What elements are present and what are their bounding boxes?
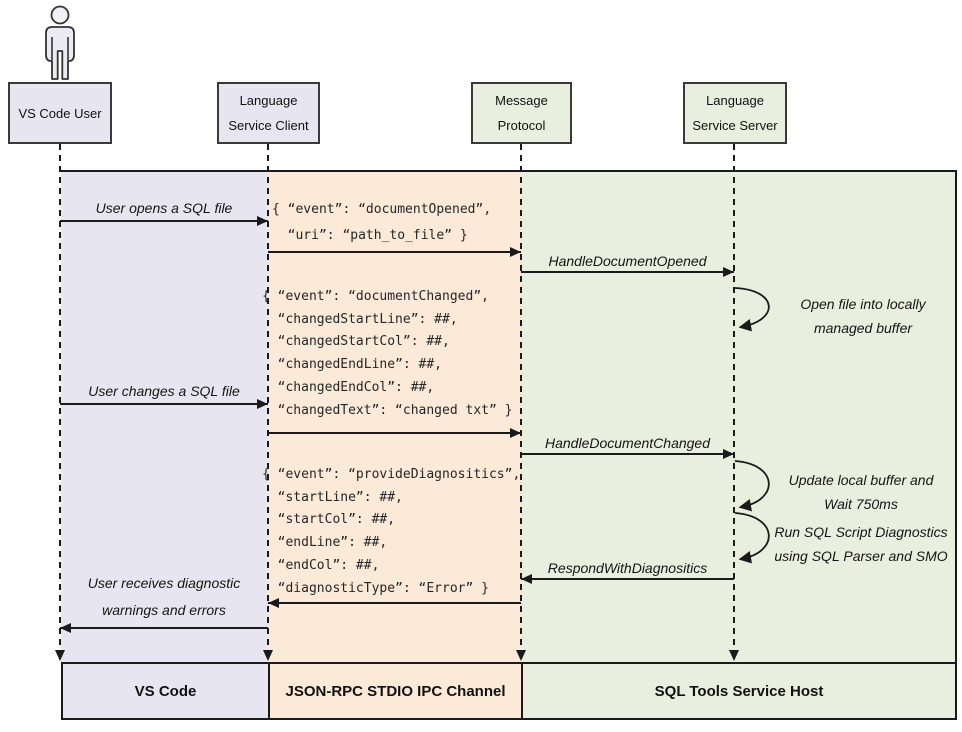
footer-label: VS Code — [134, 682, 197, 700]
arrowhead-right-icon — [257, 216, 268, 226]
lane-json-rpc-channel — [268, 172, 521, 662]
lifeline-server — [733, 144, 735, 652]
footer-label: JSON-RPC STDIO IPC Channel — [285, 682, 506, 700]
footer-box-json-rpc-channel: JSON-RPC STDIO IPC Channel — [268, 662, 523, 720]
arrowhead-left-icon — [60, 623, 71, 633]
arrowhead-left-icon — [521, 574, 532, 584]
actor-box-label-line2: Protocol — [497, 118, 546, 133]
message-label-handle-document-changed: HandleDocumentChanged — [545, 435, 710, 451]
message-label-user-receives-diagnostics: User receives diagnostic warnings and er… — [60, 570, 268, 624]
message-label-user-opens-sql-file: User opens a SQL file — [95, 200, 233, 216]
payload-line: “diagnosticType”: “Error” } — [262, 580, 489, 596]
payload-provide-diagnostics: { “event”: “provideDiagnositics”, “start… — [262, 464, 520, 600]
payload-document-changed: { “event”: “documentChanged”, “changedSt… — [262, 286, 512, 422]
message-arrow-client-to-protocol-open — [268, 247, 521, 257]
message-label-user-changes-sql-file: User changes a SQL file — [88, 383, 240, 399]
actor-box-language-service-client: Language Service Client — [217, 82, 320, 144]
payload-document-opened: { “event”: “documentOpened”, “uri”: “pat… — [272, 197, 491, 249]
lifeline-end-arrow-protocol — [516, 650, 526, 661]
lifeline-end-arrow-user — [55, 650, 65, 661]
lane-vscode — [61, 172, 268, 662]
arrowhead-left-icon — [268, 598, 279, 608]
message-arrow-user-to-client-change — [60, 399, 268, 409]
message-arrow-client-to-user-respond — [60, 623, 268, 633]
payload-line: “changedEndCol”: ##, — [262, 379, 435, 395]
arrowhead-right-icon — [510, 247, 521, 257]
footer-label: SQL Tools Service Host — [654, 682, 824, 700]
payload-line: { “event”: “documentOpened”, — [272, 202, 492, 217]
payload-line: { “event”: “documentChanged”, — [262, 289, 489, 304]
self-loop-label-update-buffer: Update local buffer and Wait 750ms — [762, 468, 960, 516]
arrowhead-right-icon — [510, 428, 521, 438]
label-line: Open file into locally — [800, 296, 926, 312]
lifeline-end-arrow-server — [729, 650, 739, 661]
actor-box-language-service-server: Language Service Server — [683, 82, 787, 144]
payload-line: “startLine”: ##, — [262, 489, 403, 505]
message-arrow-protocol-to-client-respond — [268, 598, 521, 608]
message-arrow-server-to-protocol-respond — [521, 574, 734, 584]
lane-sql-tools-host — [521, 172, 957, 662]
lifeline-client — [267, 144, 269, 652]
label-line: Run SQL Script Diagnostics — [774, 524, 948, 540]
user-actor-icon — [45, 5, 75, 80]
payload-line: “changedText”: “changed txt” } — [262, 402, 513, 418]
label-line: managed buffer — [813, 320, 913, 336]
payload-line: { “event”: “provideDiagnositics”, — [262, 467, 521, 482]
label-line: using SQL Parser and SMO — [774, 548, 948, 564]
message-arrow-user-to-client-open — [60, 216, 268, 226]
self-loop-label-run-diagnostics: Run SQL Script Diagnostics using SQL Par… — [762, 520, 960, 568]
footer-box-vscode: VS Code — [61, 662, 270, 720]
arrowhead-right-icon — [723, 449, 734, 459]
message-arrow-protocol-to-server-open — [521, 267, 734, 277]
footer-box-sql-tools-service-host: SQL Tools Service Host — [521, 662, 957, 720]
actor-box-vscode-user: VS Code User — [8, 82, 112, 144]
payload-line: “endLine”: ##, — [262, 535, 388, 551]
label-line: Update local buffer and — [788, 472, 934, 488]
self-loop-label-open-buffer: Open file into locally managed buffer — [770, 292, 956, 340]
actor-box-label-line1: Language — [706, 93, 764, 108]
lifeline-user — [59, 144, 61, 652]
payload-line: “changedStartCol”: ##, — [262, 334, 450, 350]
actor-box-label: VS Code User — [18, 105, 102, 121]
arrowhead-right-icon — [257, 399, 268, 409]
lane-top-border — [59, 170, 957, 172]
lifeline-protocol — [520, 144, 522, 652]
lifeline-end-arrow-client — [263, 650, 273, 661]
actor-box-label-line1: Message — [495, 93, 548, 108]
actor-box-message-protocol: Message Protocol — [471, 82, 572, 144]
payload-line: “startCol”: ##, — [262, 512, 396, 528]
payload-line: “endCol”: ##, — [262, 557, 380, 573]
actor-box-label-line1: Language — [239, 93, 298, 108]
message-arrow-client-to-protocol-change — [268, 428, 521, 438]
payload-line: “changedEndLine”: ##, — [262, 357, 443, 373]
label-line: Wait 750ms — [824, 496, 898, 512]
message-arrow-protocol-to-server-change — [521, 449, 734, 459]
actor-box-label-line2: Service Client — [228, 118, 309, 133]
label-line: User receives diagnostic — [87, 575, 241, 591]
message-label-respond-with-diagnostics: RespondWithDiagnositics — [547, 560, 708, 576]
actor-box-label-line2: Service Server — [692, 118, 778, 133]
label-line: warnings and errors — [102, 602, 226, 618]
payload-line: “uri”: “path_to_file” } — [272, 228, 468, 243]
payload-line: “changedStartLine”: ##, — [262, 311, 458, 327]
message-label-handle-document-opened: HandleDocumentOpened — [548, 253, 707, 269]
arrowhead-right-icon — [723, 267, 734, 277]
